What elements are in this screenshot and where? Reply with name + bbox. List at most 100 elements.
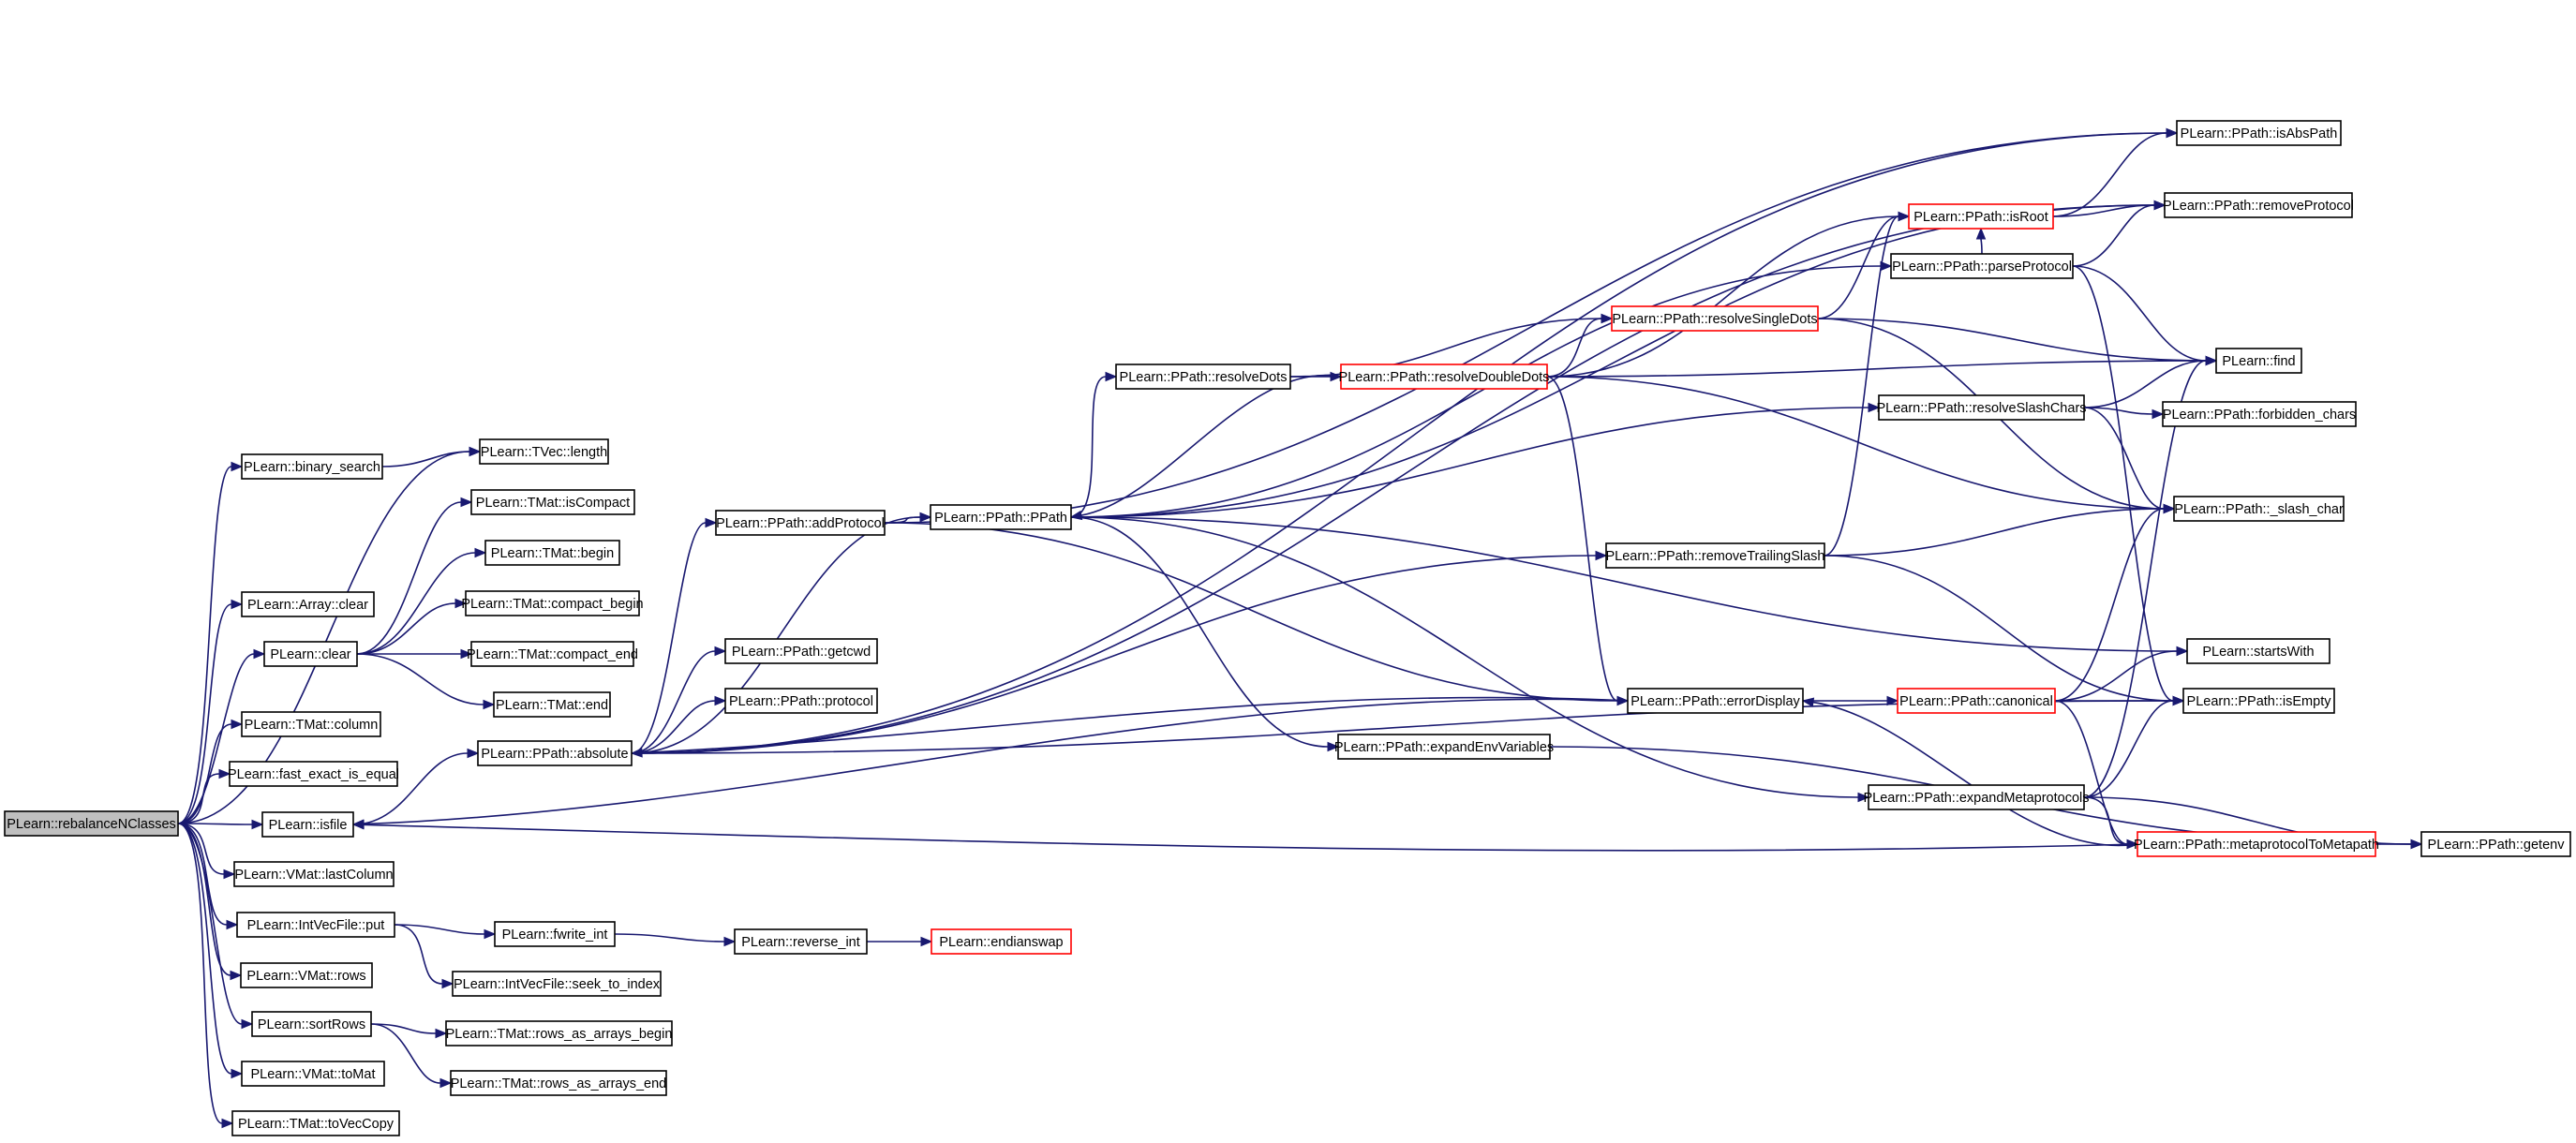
node-box[interactable]: [1897, 688, 2056, 714]
node-box[interactable]: [2215, 348, 2302, 374]
node-tmat_begin[interactable]: PLearn::TMat::begin: [484, 540, 620, 566]
node-box[interactable]: [1337, 734, 1551, 760]
node-resolvedots[interactable]: PLearn::PPath::resolveDots: [1115, 364, 1291, 390]
node-box[interactable]: [2186, 638, 2330, 664]
node-box[interactable]: [241, 1061, 385, 1087]
node-box[interactable]: [251, 1011, 372, 1037]
node-tmat_end[interactable]: PLearn::TMat::end: [493, 691, 611, 718]
node-box[interactable]: [930, 504, 1072, 530]
node-fwrite_int[interactable]: PLearn::fwrite_int: [494, 921, 616, 947]
node-fast_exact[interactable]: PLearn::fast_exact_is_equal: [228, 761, 399, 787]
node-forbidden_chars[interactable]: PLearn::PPath::forbidden_chars: [2162, 401, 2357, 427]
node-vmat_rows[interactable]: PLearn::VMat::rows: [240, 962, 373, 988]
node-tmat_tovec[interactable]: PLearn::TMat::toVecCopy: [231, 1110, 400, 1136]
node-metaprotocol[interactable]: PLearn::PPath::metaprotocolToMetapath: [2134, 831, 2379, 857]
node-expandenvvariables[interactable]: PLearn::PPath::expandEnvVariables: [1334, 734, 1554, 760]
node-isabspath[interactable]: PLearn::PPath::isAbsPath: [2176, 120, 2342, 146]
node-box[interactable]: [494, 921, 616, 947]
node-box[interactable]: [715, 510, 886, 536]
node-rebalance[interactable]: PLearn::rebalanceNClasses: [4, 810, 179, 837]
node-resolvesingledots[interactable]: PLearn::PPath::resolveSingleDots: [1611, 305, 1819, 332]
node-isfile[interactable]: PLearn::isfile: [261, 811, 354, 838]
node-box[interactable]: [724, 688, 878, 714]
node-resolvedoubledots[interactable]: PLearn::PPath::resolveDoubleDots: [1339, 364, 1550, 390]
node-removetrailingslash[interactable]: PLearn::PPath::removeTrailingSlash: [1605, 542, 1825, 569]
node-box[interactable]: [229, 761, 398, 787]
node-tmat_compact_end[interactable]: PLearn::TMat::compact_end: [467, 641, 638, 667]
node-clear[interactable]: PLearn::clear: [263, 641, 358, 667]
node-box[interactable]: [1115, 364, 1291, 390]
node-box[interactable]: [470, 489, 635, 515]
node-box[interactable]: [2182, 688, 2335, 714]
node-box[interactable]: [452, 971, 662, 997]
node-reverse_int[interactable]: PLearn::reverse_int: [734, 928, 868, 955]
node-box[interactable]: [1878, 394, 2085, 421]
node-getenv[interactable]: PLearn::PPath::getenv: [2420, 831, 2571, 857]
node-box[interactable]: [2164, 192, 2353, 218]
node-box[interactable]: [2162, 401, 2357, 427]
node-box[interactable]: [465, 590, 640, 616]
node-box[interactable]: [233, 861, 395, 887]
node-array_clear[interactable]: PLearn::Array::clear: [241, 591, 375, 617]
node-box[interactable]: [484, 540, 620, 566]
node-binary_search[interactable]: PLearn::binary_search: [241, 453, 383, 480]
node-box[interactable]: [1627, 688, 1804, 714]
node-box[interactable]: [1890, 253, 2074, 279]
node-addprotocol[interactable]: PLearn::PPath::addProtocol: [715, 510, 886, 536]
node-intvec_put[interactable]: PLearn::IntVecFile::put: [236, 912, 395, 938]
node-box[interactable]: [2176, 120, 2342, 146]
node-tmat_iscompact[interactable]: PLearn::TMat::isCompact: [470, 489, 635, 515]
node-box[interactable]: [4, 810, 179, 837]
node-box[interactable]: [1868, 784, 2085, 810]
node-absolute[interactable]: PLearn::PPath::absolute: [477, 740, 633, 766]
node-box[interactable]: [241, 711, 381, 737]
node-sortrows[interactable]: PLearn::sortRows: [251, 1011, 372, 1037]
node-box[interactable]: [445, 1020, 673, 1047]
node-canonical[interactable]: PLearn::PPath::canonical: [1897, 688, 2056, 714]
node-box[interactable]: [931, 928, 1072, 955]
node-box[interactable]: [2420, 831, 2571, 857]
node-endianswap[interactable]: PLearn::endianswap: [931, 928, 1072, 955]
node-box[interactable]: [263, 641, 358, 667]
node-box[interactable]: [1908, 203, 2054, 230]
node-seek_to_index[interactable]: PLearn::IntVecFile::seek_to_index: [452, 971, 662, 997]
node-vmat_lastcolumn[interactable]: PLearn::VMat::lastColumn: [233, 861, 395, 887]
node-box[interactable]: [450, 1070, 667, 1096]
node-box[interactable]: [493, 691, 611, 718]
node-ppath[interactable]: PLearn::PPath::PPath: [930, 504, 1072, 530]
node-protocol[interactable]: PLearn::PPath::protocol: [724, 688, 878, 714]
node-tmat_column[interactable]: PLearn::TMat::column: [241, 711, 381, 737]
node-box[interactable]: [1605, 542, 1825, 569]
node-removeprotocol[interactable]: PLearn::PPath::removeProtocol: [2163, 192, 2354, 218]
node-rows_end[interactable]: PLearn::TMat::rows_as_arrays_end: [450, 1070, 667, 1096]
node-box[interactable]: [724, 638, 878, 664]
node-startswith[interactable]: PLearn::startsWith: [2186, 638, 2330, 664]
node-errordisplay[interactable]: PLearn::PPath::errorDisplay: [1627, 688, 1804, 714]
node-tvec_length[interactable]: PLearn::TVec::length: [479, 438, 609, 465]
node-box[interactable]: [241, 453, 383, 480]
node-resolveslashchars[interactable]: PLearn::PPath::resolveSlashChars: [1876, 394, 2087, 421]
node-box[interactable]: [236, 912, 395, 938]
node-getcwd[interactable]: PLearn::PPath::getcwd: [724, 638, 878, 664]
node-box[interactable]: [470, 641, 634, 667]
node-find[interactable]: PLearn::find: [2215, 348, 2302, 374]
node-box[interactable]: [477, 740, 633, 766]
node-slash_char[interactable]: PLearn::PPath::_slash_char: [2173, 496, 2345, 522]
node-box[interactable]: [241, 591, 375, 617]
node-rows_begin[interactable]: PLearn::TMat::rows_as_arrays_begin: [445, 1020, 673, 1047]
node-tmat_compact_begin[interactable]: PLearn::TMat::compact_begin: [461, 590, 644, 616]
node-box[interactable]: [479, 438, 609, 465]
node-box[interactable]: [240, 962, 373, 988]
node-parseprotocol[interactable]: PLearn::PPath::parseProtocol: [1890, 253, 2074, 279]
node-box[interactable]: [2173, 496, 2345, 522]
node-box[interactable]: [1340, 364, 1548, 390]
node-expandmetaprotocols[interactable]: PLearn::PPath::expandMetaprotocols: [1863, 784, 2090, 810]
node-isempty[interactable]: PLearn::PPath::isEmpty: [2182, 688, 2335, 714]
node-box[interactable]: [1611, 305, 1819, 332]
node-box[interactable]: [261, 811, 354, 838]
node-vmat_tomat[interactable]: PLearn::VMat::toMat: [241, 1061, 385, 1087]
node-box[interactable]: [2137, 831, 2376, 857]
node-isroot[interactable]: PLearn::PPath::isRoot: [1908, 203, 2054, 230]
node-box[interactable]: [231, 1110, 400, 1136]
node-box[interactable]: [734, 928, 868, 955]
